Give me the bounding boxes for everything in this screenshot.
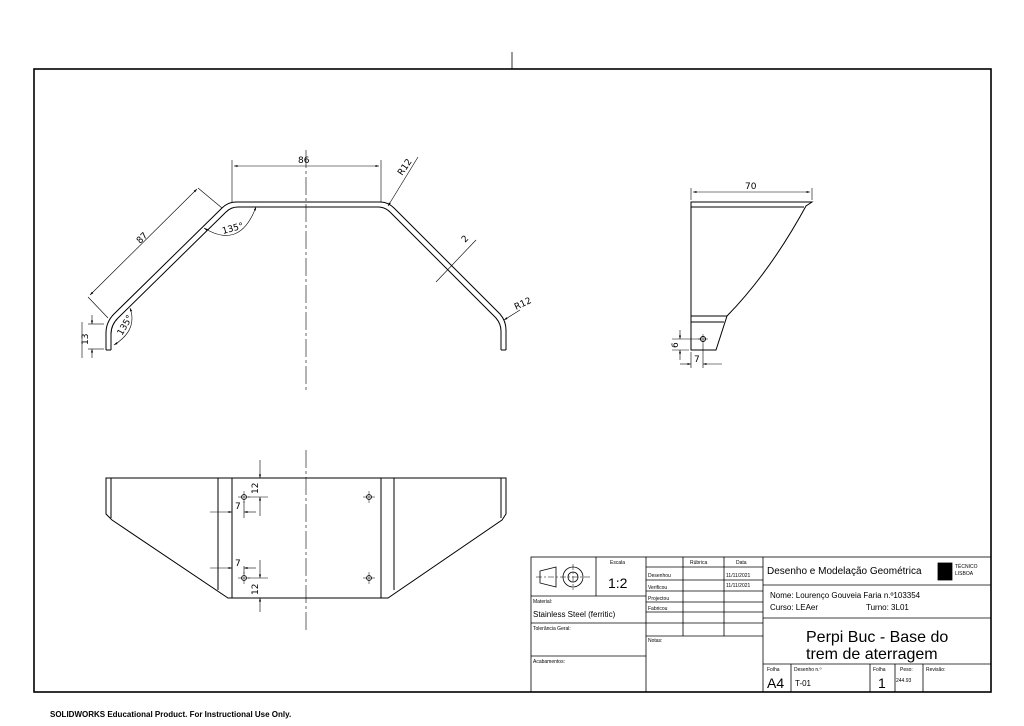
verificou-date: 11/11/2021 bbox=[726, 583, 751, 589]
footer-disclaimer: SOLIDWORKS Educational Product. For Inst… bbox=[50, 710, 292, 719]
part-title-line2: trem de aterragem bbox=[806, 646, 938, 663]
top-dimension-labels: 12 7 7 12 bbox=[235, 483, 261, 595]
material-label: Material: bbox=[533, 599, 552, 605]
dim-7-side: 7 bbox=[694, 355, 700, 365]
dim-6: 6 bbox=[671, 342, 681, 348]
student-name: Nome: Lourenço Gouveia Faria n.º103354 bbox=[770, 591, 921, 600]
side-view bbox=[690, 201, 814, 351]
dim-r12-bottom: R12 bbox=[513, 296, 533, 313]
sheet-border bbox=[33, 52, 992, 693]
desenhou-date: 11/11/2021 bbox=[726, 573, 751, 579]
tolerancia-label: Tolerância Geral: bbox=[533, 626, 571, 632]
dim-12-lower: 12 bbox=[251, 584, 261, 595]
top-dimensions bbox=[210, 460, 268, 612]
side-dimensions bbox=[672, 188, 813, 368]
desenho-value: T-01 bbox=[795, 679, 812, 688]
folha-label: Folha bbox=[767, 667, 780, 673]
fabricou-label: Fabricou bbox=[648, 606, 668, 612]
desenhou-label: Desenhou bbox=[648, 573, 671, 579]
data-label: Data bbox=[736, 560, 747, 566]
peso-label: Peso: bbox=[900, 667, 913, 673]
front-dimension-labels: 86 87 R12 R12 135° 135° 2 13 bbox=[81, 156, 533, 345]
revisao-label: Revisão: bbox=[926, 667, 945, 673]
dim-86: 86 bbox=[298, 156, 310, 166]
projectou-label: Projectou bbox=[648, 596, 669, 602]
material-value: Stainless Steel (ferritic) bbox=[533, 610, 616, 619]
verificou-label: Verificou bbox=[648, 585, 667, 591]
escala-label: Escala bbox=[610, 560, 625, 566]
logo-line2: LISBOA bbox=[955, 571, 974, 577]
top-holes bbox=[238, 491, 375, 584]
dim-7-lower: 7 bbox=[235, 559, 241, 569]
course-title: Desenho e Modelação Geométrica bbox=[767, 566, 922, 577]
dim-13: 13 bbox=[81, 334, 91, 345]
notas-label: Notas: bbox=[648, 638, 662, 644]
dim-12-upper: 12 bbox=[251, 483, 261, 494]
student-turno: Turno: 3L01 bbox=[866, 603, 909, 612]
dim-70: 70 bbox=[745, 182, 757, 192]
peso-value: 244.93 bbox=[896, 678, 912, 684]
dim-7-upper: 7 bbox=[235, 502, 241, 512]
escala-value: 1:2 bbox=[608, 575, 628, 591]
logo-line1: TÉCNICO bbox=[955, 563, 978, 570]
desenho-label: Desenho n.º bbox=[794, 667, 822, 673]
student-course: Curso: LEAer bbox=[770, 603, 818, 612]
dim-r12-top: R12 bbox=[396, 157, 414, 177]
part-title-line1: Perpi Buc - Base do bbox=[806, 629, 948, 646]
folha2-value: 1 bbox=[878, 675, 886, 691]
rubrica-label: Rúbrica bbox=[690, 560, 707, 566]
top-view bbox=[105, 450, 507, 630]
folha2-label: Folha bbox=[873, 667, 886, 673]
dim-thickness: 2 bbox=[460, 234, 471, 245]
side-dimension-labels: 70 6 7 bbox=[671, 182, 757, 365]
folha-size: A4 bbox=[767, 675, 784, 691]
front-dimensions bbox=[81, 156, 521, 358]
dim-87: 87 bbox=[135, 231, 150, 246]
title-block-text: Escala 1:2 Rúbrica Data Desenhou 11/11/2… bbox=[533, 560, 978, 691]
acabamentos-label: Acabamentos: bbox=[533, 659, 565, 665]
front-view bbox=[105, 150, 507, 390]
title-block bbox=[530, 556, 992, 693]
